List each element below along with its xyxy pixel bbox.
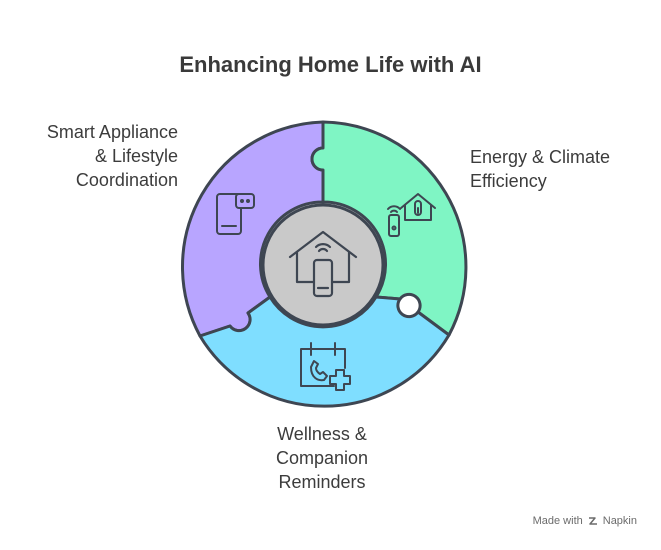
label-line: Efficiency — [470, 171, 547, 191]
label-smart-appliance: Smart Appliance & Lifestyle Coordination — [47, 120, 178, 192]
credit-prefix: Made with — [532, 515, 583, 527]
label-line: & Lifestyle — [94, 146, 178, 166]
made-with-credit[interactable]: Made with Napkin — [533, 515, 637, 527]
label-line: Reminders — [278, 472, 366, 492]
napkin-logo-icon — [588, 517, 597, 525]
smart-home-phone-icon — [288, 230, 358, 298]
label-line: Companion — [275, 448, 369, 468]
calendar-call-icon — [300, 342, 351, 391]
home-thermostat-icon — [387, 193, 436, 237]
center-hub — [261, 203, 385, 327]
segment-wellness — [198, 295, 451, 408]
label-energy-climate: Energy & Climate Efficiency — [470, 145, 610, 193]
smartphone-device-icon — [216, 193, 255, 235]
diagram-title: Enhancing Home Life with AI — [179, 52, 482, 77]
label-line: Coordination — [75, 170, 178, 190]
credit-brand: Napkin — [602, 515, 637, 527]
label-line: Energy & Climate — [470, 147, 611, 167]
label-line: Wellness & — [277, 424, 367, 444]
label-line: Smart Appliance — [46, 122, 178, 142]
label-wellness: Wellness & Companion Reminders — [222, 422, 422, 494]
